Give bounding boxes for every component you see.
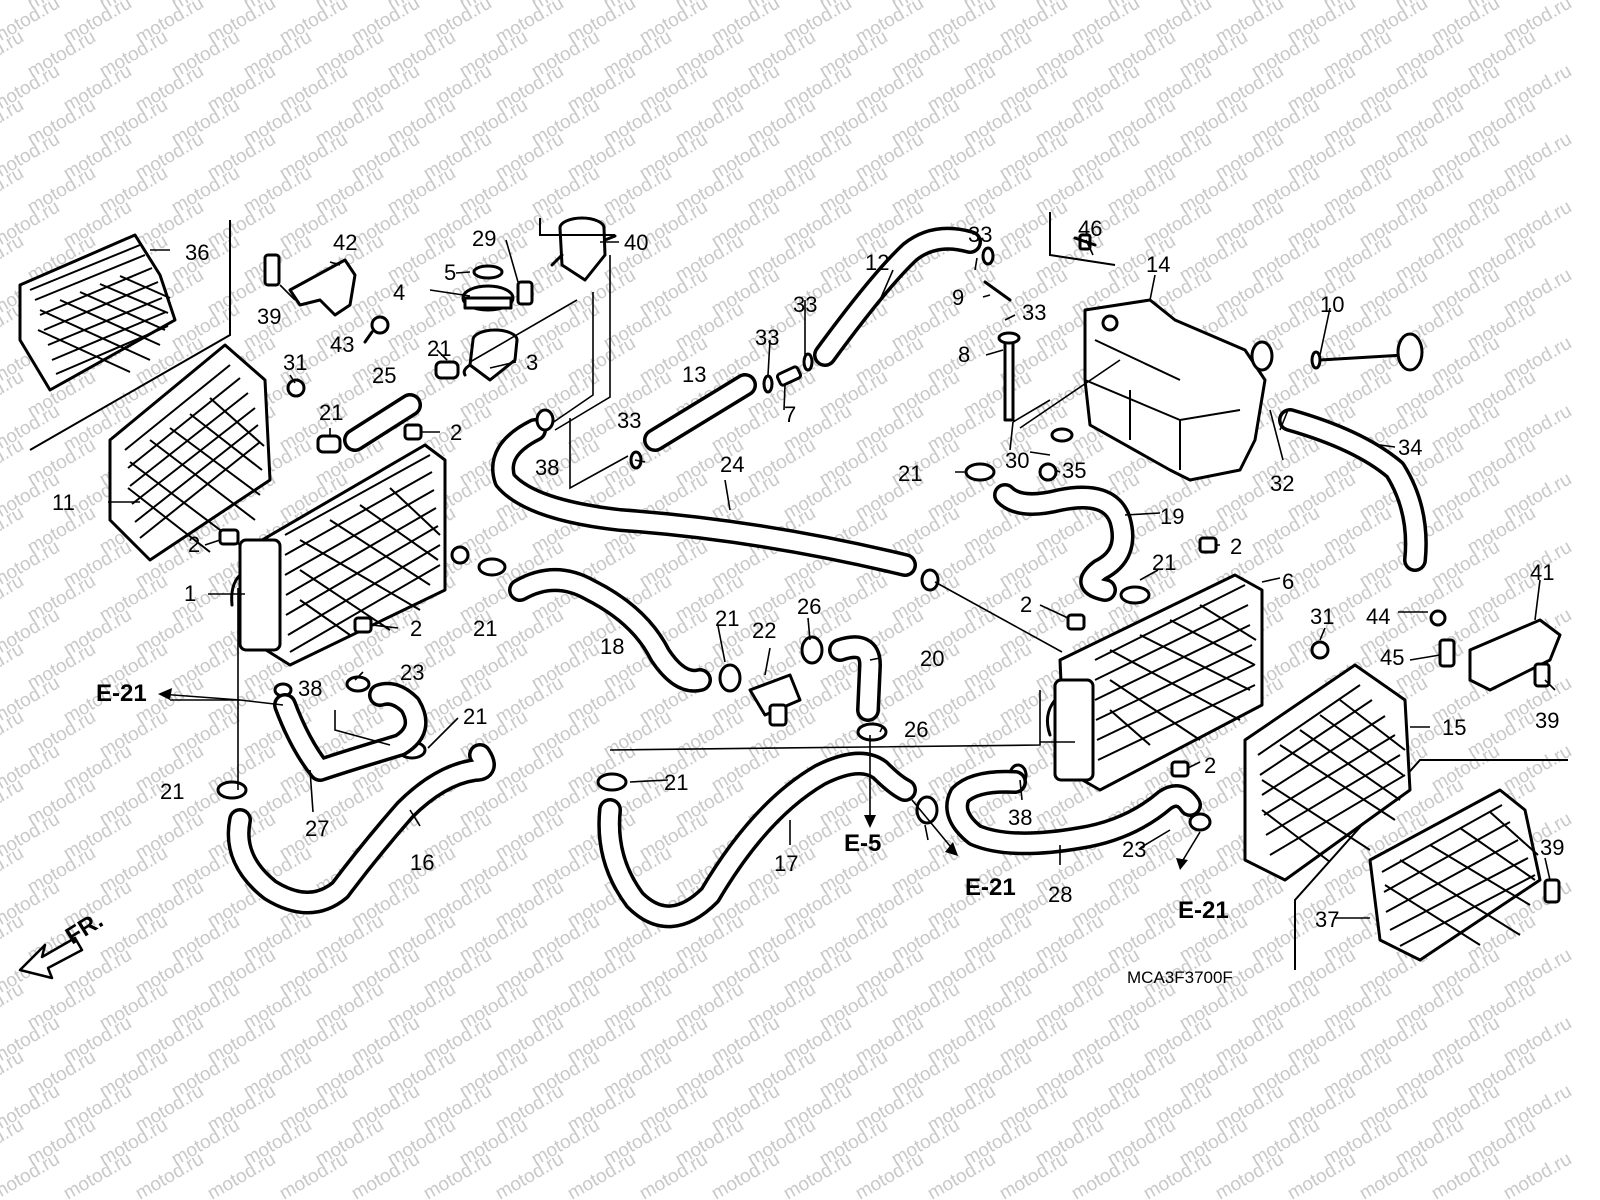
callout-26-a: 26 xyxy=(797,594,821,619)
callout-21-d: 21 xyxy=(715,606,739,631)
section-ref-e21-right: E-21 xyxy=(1178,897,1229,924)
reserve-tank-14 xyxy=(1083,298,1274,482)
callout-3: 3 xyxy=(526,350,538,375)
watermark-text: motod.ru xyxy=(0,911,27,967)
callout-11: 11 xyxy=(52,490,75,515)
callout-33-d: 33 xyxy=(968,222,992,247)
watermark-text: motod.ru xyxy=(0,435,27,491)
callout-36: 36 xyxy=(185,240,209,265)
callout-13: 13 xyxy=(682,362,706,387)
callout-18: 18 xyxy=(600,634,624,659)
callout-15: 15 xyxy=(1442,715,1466,740)
callout-10: 10 xyxy=(1320,292,1344,317)
section-ref-e21-left: E-21 xyxy=(96,680,147,707)
watermark-text: motod.ru xyxy=(0,707,27,763)
callout-2-f: 2 xyxy=(1204,753,1216,778)
callout-21-i: 21 xyxy=(1152,550,1176,575)
callout-39-c: 39 xyxy=(1540,835,1564,860)
callout-33-a: 33 xyxy=(617,408,641,433)
callout-21-c: 21 xyxy=(473,616,497,641)
callout-8: 8 xyxy=(958,342,970,367)
callout-44: 44 xyxy=(1366,604,1390,629)
callout-33-e: 33 xyxy=(1022,300,1046,325)
callout-26-b: 26 xyxy=(904,717,928,742)
callout-21-b: 21 xyxy=(427,336,451,361)
watermark-text: motod.ru xyxy=(0,1047,27,1103)
callout-23-a: 23 xyxy=(400,660,424,685)
callout-29: 29 xyxy=(472,226,496,251)
callout-21-h: 21 xyxy=(898,461,922,486)
callout-4: 4 xyxy=(393,280,405,305)
callout-45: 45 xyxy=(1380,645,1404,670)
callout-43: 43 xyxy=(330,332,354,357)
watermark-text: motod.ru xyxy=(0,775,27,831)
callout-42: 42 xyxy=(333,230,357,255)
callout-46: 46 xyxy=(1078,216,1102,241)
callout-38-a: 38 xyxy=(535,455,559,480)
callout-21-f: 21 xyxy=(160,779,184,804)
diagram-code: MCA3F3700F xyxy=(1127,968,1233,987)
callout-2-d: 2 xyxy=(1230,534,1242,559)
callout-34: 34 xyxy=(1398,435,1422,460)
callout-39: 39 xyxy=(257,304,281,329)
callout-5: 5 xyxy=(444,260,456,285)
callout-25: 25 xyxy=(372,363,396,388)
callout-6: 6 xyxy=(1282,569,1294,594)
watermark-text: motod.ru xyxy=(0,27,27,83)
callout-1: 1 xyxy=(184,581,196,606)
callout-17: 17 xyxy=(774,851,798,876)
callout-9: 9 xyxy=(952,285,964,310)
callout-35: 35 xyxy=(1062,458,1086,483)
callout-7: 7 xyxy=(784,402,796,427)
callout-31-b: 31 xyxy=(1310,604,1334,629)
callout-32: 32 xyxy=(1270,471,1294,496)
callout-24: 24 xyxy=(720,452,744,477)
callout-14: 14 xyxy=(1146,252,1170,277)
callout-22: 22 xyxy=(752,618,776,643)
watermark-text: motod.ru xyxy=(0,231,27,287)
watermark-text: motod.ru xyxy=(0,639,27,695)
callout-31: 31 xyxy=(283,350,307,375)
callout-39-b: 39 xyxy=(1535,708,1559,733)
callout-19: 19 xyxy=(1160,504,1184,529)
callout-21-e: 21 xyxy=(463,704,487,729)
watermark-text: motod.ru xyxy=(1500,1149,1575,1200)
callout-38-c: 38 xyxy=(1008,805,1032,830)
section-ref-e21-center: E-21 xyxy=(965,874,1016,901)
callout-2-e: 2 xyxy=(1020,592,1032,617)
callout-2-c: 2 xyxy=(410,616,422,641)
callout-2-a: 2 xyxy=(450,420,462,445)
callout-16: 16 xyxy=(410,850,434,875)
watermark-text: motod.ru xyxy=(0,95,27,151)
callout-33-b: 33 xyxy=(755,325,779,350)
section-ref-e5: E-5 xyxy=(844,830,881,857)
callout-38-b: 38 xyxy=(298,676,322,701)
callout-12: 12 xyxy=(865,250,889,275)
callout-30: 30 xyxy=(1005,448,1029,473)
radiator-right xyxy=(1045,573,1264,792)
watermark-text: motod.ru xyxy=(0,843,27,899)
watermark-text: motod.ru xyxy=(0,1115,27,1171)
watermark-text: motod.ru xyxy=(0,979,27,1035)
callout-21-a: 21 xyxy=(319,400,343,425)
watermark-text: motod.ru xyxy=(0,503,27,559)
callout-20: 20 xyxy=(920,646,944,671)
callout-37: 37 xyxy=(1315,907,1339,932)
callout-28: 28 xyxy=(1048,882,1072,907)
radiator-inner-grille-left xyxy=(108,343,272,562)
callout-21-g: 21 xyxy=(664,770,688,795)
arrowhead-e5 xyxy=(864,815,876,828)
callout-41: 41 xyxy=(1530,560,1554,585)
callout-27: 27 xyxy=(305,816,329,841)
watermark-text: motod.ru xyxy=(0,367,27,423)
callout-23-b: 23 xyxy=(1122,837,1146,862)
watermark-text: motod.ru xyxy=(0,571,27,627)
arrowhead-e21-right xyxy=(1176,858,1188,870)
watermark-text: motod.ru xyxy=(0,163,27,219)
callout-40: 40 xyxy=(624,230,648,255)
callout-33-c: 33 xyxy=(793,292,817,317)
callout-2-b: 2 xyxy=(188,532,200,557)
